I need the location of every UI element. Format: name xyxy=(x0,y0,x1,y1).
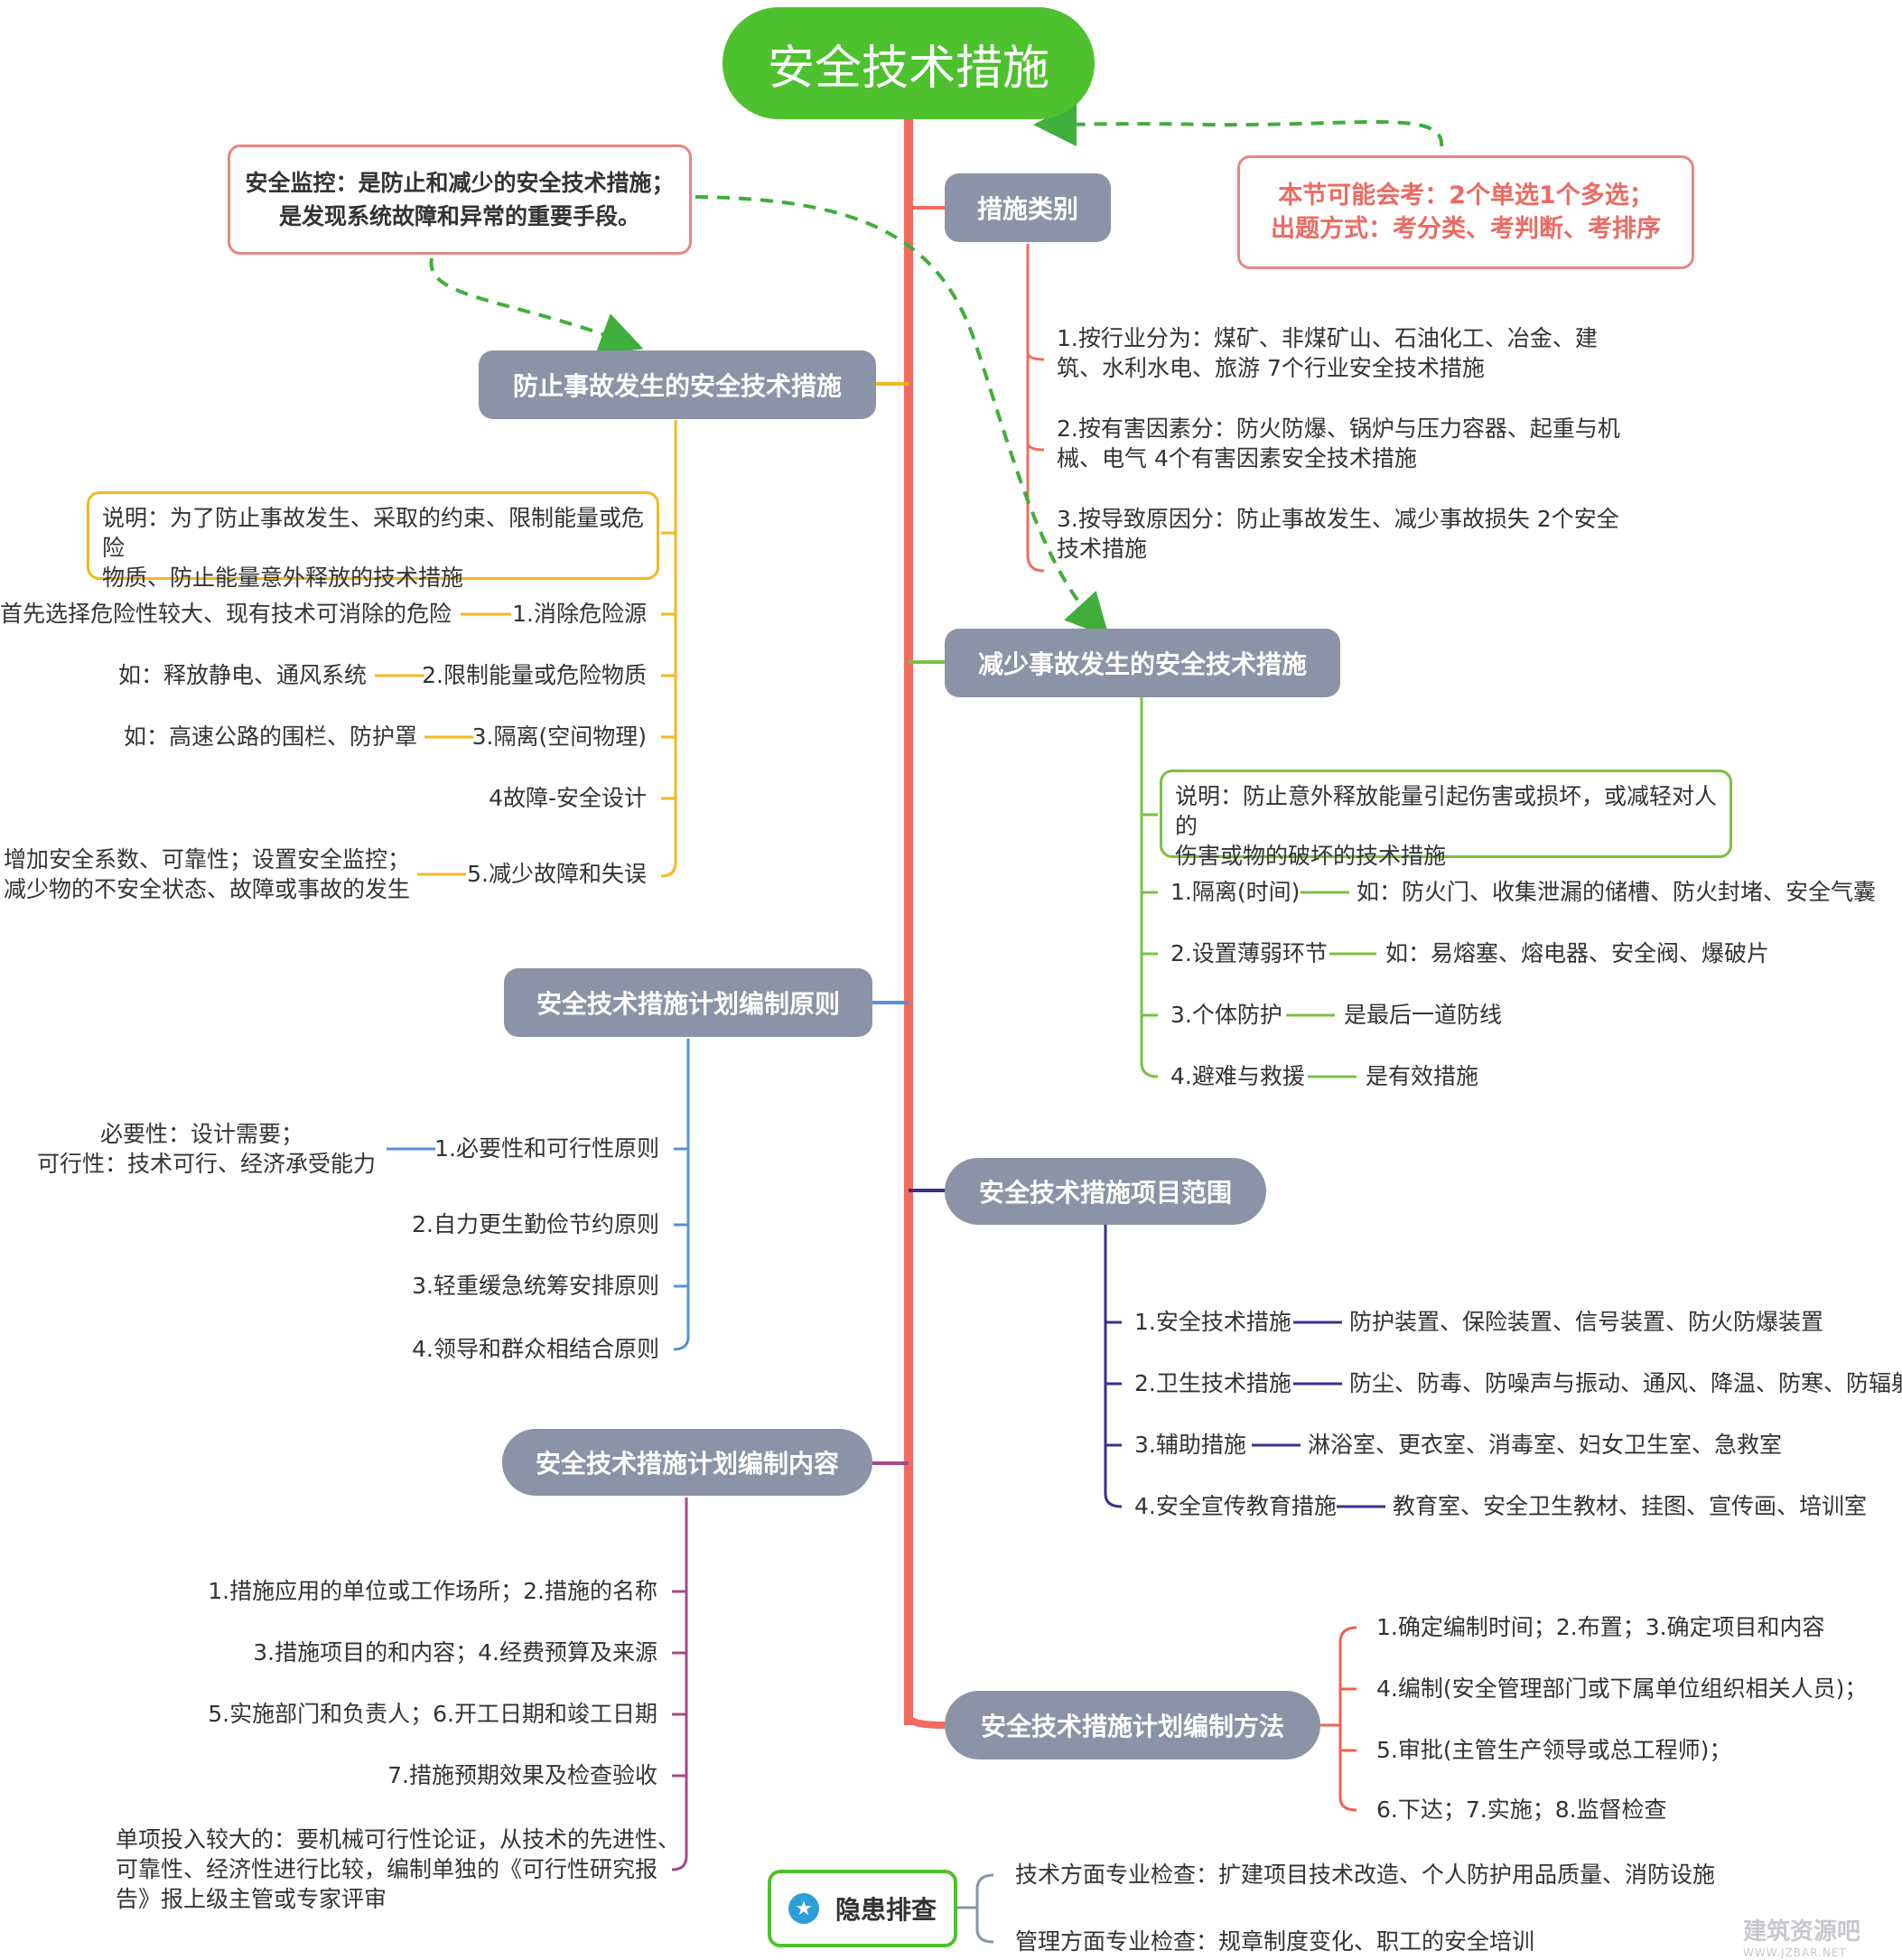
topic-categories[interactable]: 措施类别 xyxy=(945,173,1111,242)
method-item-3: 5.审批(主管生产领导或总工程师)； xyxy=(1376,1737,1732,1763)
reduce-item-1[interactable]: 1.隔离(时间) xyxy=(1170,879,1301,905)
monitor-note: 安全监控：是防止和减少的安全技术措施； 是发现系统故障和异常的重要手段。 xyxy=(228,145,692,255)
exam-tip-line-2: 出题方式：考分类、考判断、考排序 xyxy=(1271,215,1661,243)
watermark-main: 建筑资源吧 xyxy=(1743,1918,1861,1946)
scope-item-1[interactable]: 1.安全技术措施 xyxy=(1134,1309,1291,1335)
prevent-detail-5: 增加安全系数、可靠性；设置安全监控；减少物的不安全状态、故障或事故的发生 xyxy=(4,846,411,902)
category-item-2: 2.按有害因素分：防火防爆、锅炉与压力容器、起重与机械、电气 4个有害因素安全技… xyxy=(1057,415,1620,471)
prevent-detail-2: 如：释放静电、通风系统 xyxy=(117,662,367,688)
scope-item-2[interactable]: 2.卫生技术措施 xyxy=(1134,1370,1291,1396)
topic-plan-method[interactable]: 安全技术措施计划编制方法 xyxy=(945,1691,1320,1759)
principle-item-4[interactable]: 4.领导和群众相结合原则 xyxy=(412,1336,659,1362)
reduce-detail-1: 如：防火门、收集泄漏的储槽、防火封堵、安全气囊 xyxy=(1357,879,1877,905)
scope-detail-2: 防尘、防毒、防噪声与振动、通风、降温、防寒、防辐射 xyxy=(1349,1370,1902,1396)
reduce-description: 说明：防止意外释放能量引起伤害或损坏，或减轻对人的伤害或物的破坏的技术措施 xyxy=(1160,770,1732,869)
scope-detail-3: 淋浴室、更衣室、消毒室、妇女卫生室、急救室 xyxy=(1308,1432,1783,1458)
exam-tip-note: 本节可能会考：2个单选1个多选； 出题方式：考分类、考判断、考排序 xyxy=(1237,155,1694,269)
reduce-detail-2: 如：易熔塞、熔电器、安全阀、爆破片 xyxy=(1385,940,1770,966)
topic-plan-principles[interactable]: 安全技术措施计划编制原则 xyxy=(504,968,872,1037)
content-item-5: 单项投入较大的：要机械可行性论证，从技术的先进性、 可靠性、经济性进行比较，编制… xyxy=(116,1826,681,1912)
content-item-4: 7.措施预期效果及检查验收 xyxy=(387,1762,657,1788)
reduce-item-4[interactable]: 4.避难与救援 xyxy=(1170,1063,1305,1089)
category-item-1: 1.按行业分为：煤矿、非煤矿山、石油化工、冶金、建筑、水利水电、旅游 7个行业安… xyxy=(1057,325,1598,381)
prevent-detail-1: 首先选择危险性较大、现有技术可消除的危险 xyxy=(0,601,452,627)
star-icon: ★ xyxy=(788,1893,819,1924)
content-item-1: 1.措施应用的单位或工作场所；2.措施的名称 xyxy=(208,1578,657,1604)
method-item-1: 1.确定编制时间；2.布置；3.确定项目和内容 xyxy=(1376,1614,1825,1640)
reduce-detail-4: 是有效措施 xyxy=(1366,1063,1479,1089)
scope-item-3[interactable]: 3.辅助措施 xyxy=(1134,1432,1246,1458)
topic-hazard-check[interactable]: ★ 隐患排查 xyxy=(768,1870,957,1947)
content-item-3: 5.实施部门和负责人；6.开工日期和竣工日期 xyxy=(208,1701,657,1727)
exam-tip-line-1: 本节可能会考：2个单选1个多选； xyxy=(1278,182,1654,210)
watermark-sub: WWW.JZBAR.NET xyxy=(1743,1946,1847,1959)
monitor-line-2: 是发现系统故障和异常的重要手段。 xyxy=(278,203,640,229)
reduce-item-3[interactable]: 3.个体防护 xyxy=(1170,1002,1282,1028)
method-item-2: 4.编制(安全管理部门或下属单位组织相关人员)； xyxy=(1376,1675,1868,1702)
scope-detail-1: 防护装置、保险装置、信号装置、防火防爆装置 xyxy=(1349,1309,1824,1335)
topic-reduce-accident[interactable]: 减少事故发生的安全技术措施 xyxy=(945,629,1340,697)
prevent-item-5[interactable]: 5.减少故障和失误 xyxy=(467,861,647,887)
hazard-title: 隐患排查 xyxy=(834,1895,937,1925)
watermark-logo: 建筑资源吧 WWW.JZBAR.NET xyxy=(1743,1913,1860,1959)
prevent-item-1[interactable]: 1.消除危险源 xyxy=(512,601,647,627)
method-item-4: 6.下达；7.实施；8.监督检查 xyxy=(1376,1797,1667,1823)
topic-plan-content[interactable]: 安全技术措施计划编制内容 xyxy=(502,1429,872,1496)
prevent-detail-3: 如：高速公路的围栏、防护罩 xyxy=(123,723,417,750)
reduce-item-2[interactable]: 2.设置薄弱环节 xyxy=(1170,940,1328,966)
prevent-description: 说明：为了防止事故发生、采取的约束、限制能量或危险物质、防止能量意外释放的技术措… xyxy=(87,491,659,591)
reduce-detail-3: 是最后一道防线 xyxy=(1344,1002,1503,1028)
hazard-item-2: 管理方面专业检查：规章制度变化、职工的安全培训 xyxy=(1015,1928,1535,1955)
category-item-3: 3.按导致原因分：防止事故发生、减少事故损失 2个安全技术措施 xyxy=(1057,506,1619,562)
root-topic[interactable]: 安全技术措施 xyxy=(723,7,1095,119)
scope-item-4[interactable]: 4.安全宣传教育措施 xyxy=(1134,1493,1337,1519)
topic-project-scope[interactable]: 安全技术措施项目范围 xyxy=(945,1158,1266,1225)
monitor-line-1: 安全监控：是防止和减少的安全技术措施； xyxy=(245,170,675,196)
topic-prevent-accident[interactable]: 防止事故发生的安全技术措施 xyxy=(479,350,876,419)
hazard-item-1: 技术方面专业检查：扩建项目技术改造、个人防护用品质量、消防设施 xyxy=(1015,1862,1716,1888)
scope-detail-4: 教育室、安全卫生教材、挂图、宣传画、培训室 xyxy=(1393,1493,1868,1519)
principle-item-3[interactable]: 3.轻重缓急统筹安排原则 xyxy=(412,1273,659,1299)
prevent-item-2[interactable]: 2.限制能量或危险物质 xyxy=(422,662,647,688)
principle-item-2[interactable]: 2.自力更生勤俭节约原则 xyxy=(412,1211,659,1237)
prevent-item-4[interactable]: 4故障-安全设计 xyxy=(489,785,647,811)
principle-detail-1: 必要性：设计需要；可行性：技术可行、经济承受能力 xyxy=(36,1121,376,1177)
principle-item-1[interactable]: 1.必要性和可行性原则 xyxy=(434,1135,659,1162)
content-item-2: 3.措施项目的和内容；4.经费预算及来源 xyxy=(253,1639,657,1666)
prevent-item-3[interactable]: 3.隔离(空间物理) xyxy=(471,723,647,750)
